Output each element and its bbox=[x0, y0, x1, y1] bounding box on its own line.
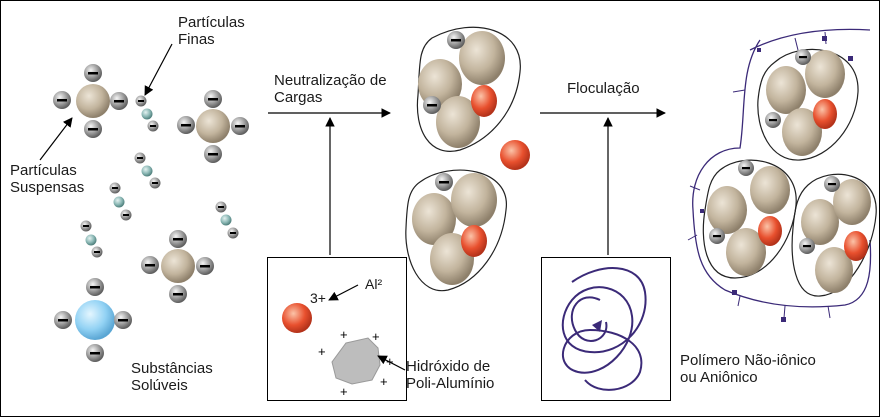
fine-particle bbox=[80, 220, 103, 258]
negative-charge-sphere bbox=[54, 311, 72, 329]
negative-charge-sphere bbox=[196, 257, 214, 275]
negative-charge-sphere bbox=[86, 344, 104, 362]
fine-particle bbox=[134, 152, 161, 189]
negative-charge-sphere bbox=[447, 31, 465, 49]
floc-cluster-3 bbox=[791, 173, 877, 297]
pointer-arrow bbox=[144, 43, 173, 96]
negative-charge-sphere bbox=[114, 311, 132, 329]
label-line: ou Aniônico bbox=[680, 369, 758, 386]
negative-charge-sphere bbox=[435, 173, 453, 191]
negative-charge-sphere bbox=[204, 145, 222, 163]
label-hidroxido: Hidróxido de Poli-Alumínio bbox=[406, 358, 494, 392]
label-aluminum: Al² bbox=[365, 276, 383, 292]
negative-charge-sphere bbox=[110, 92, 128, 110]
soluble-substance-particle bbox=[54, 278, 132, 362]
negative-charge-sphere bbox=[204, 90, 222, 108]
suspended-particle-3 bbox=[141, 230, 214, 303]
negative-charge-sphere bbox=[169, 285, 187, 303]
label-charge-3plus: 3+ bbox=[310, 290, 326, 306]
fine-particle bbox=[215, 201, 239, 239]
label-line: Partículas bbox=[178, 14, 245, 31]
label-line: Cargas bbox=[274, 89, 323, 106]
fine-particle bbox=[109, 182, 132, 221]
label-line: Partículas bbox=[10, 162, 77, 179]
pointer-arrow bbox=[39, 117, 73, 161]
negative-charge-sphere bbox=[765, 112, 781, 128]
fine-particle bbox=[135, 95, 159, 132]
negative-charge-sphere bbox=[86, 278, 104, 296]
negative-charge-sphere bbox=[709, 228, 725, 244]
label-line: Suspensas bbox=[10, 179, 85, 196]
floc-cluster-1 bbox=[757, 48, 859, 161]
negative-charge-sphere bbox=[84, 64, 102, 82]
label-line: Poli-Alumínio bbox=[406, 375, 495, 392]
suspended-particle-1 bbox=[53, 64, 128, 138]
label-line: Finas bbox=[178, 31, 215, 48]
negative-charge-sphere bbox=[84, 120, 102, 138]
label-line: Substâncias bbox=[131, 360, 213, 377]
free-aluminum-ion bbox=[500, 140, 530, 170]
label-substancias-soluveis: Substâncias Solúveis bbox=[131, 360, 213, 394]
label-particulas-finas: Partículas Finas bbox=[178, 14, 245, 48]
label-line: Hidróxido de bbox=[406, 358, 491, 375]
label-particulas-suspensas: Partículas Suspensas bbox=[10, 162, 84, 196]
negative-charge-sphere bbox=[231, 117, 249, 135]
negative-charge-sphere bbox=[824, 176, 840, 192]
label-floculacao: Floculação bbox=[567, 80, 640, 97]
floc-network bbox=[687, 28, 877, 322]
negative-charge-sphere bbox=[141, 256, 159, 274]
label-neutralizacao: Neutralização de Cargas bbox=[274, 72, 387, 106]
label-polimero: Polímero Não-iônico ou Aniônico bbox=[680, 352, 816, 386]
label-line: Polímero Não-iônico bbox=[680, 352, 816, 369]
negative-charge-sphere bbox=[53, 91, 71, 109]
floc-cluster-2 bbox=[702, 159, 797, 279]
negative-charge-sphere bbox=[177, 116, 195, 134]
neutralized-aggregate-2 bbox=[405, 169, 507, 292]
negative-charge-sphere bbox=[423, 96, 441, 114]
negative-charge-sphere bbox=[799, 238, 815, 254]
polymer-chain bbox=[692, 28, 872, 308]
neutralized-aggregate-1 bbox=[416, 26, 521, 152]
label-line: Solúveis bbox=[131, 377, 188, 394]
negative-charge-sphere bbox=[795, 49, 811, 65]
label-line: Neutralização de bbox=[274, 72, 387, 89]
negative-charge-sphere bbox=[738, 160, 754, 176]
suspended-particle-2 bbox=[177, 90, 249, 163]
coagulant-box bbox=[267, 257, 407, 401]
negative-charge-sphere bbox=[169, 230, 187, 248]
polymer-box bbox=[541, 257, 671, 401]
